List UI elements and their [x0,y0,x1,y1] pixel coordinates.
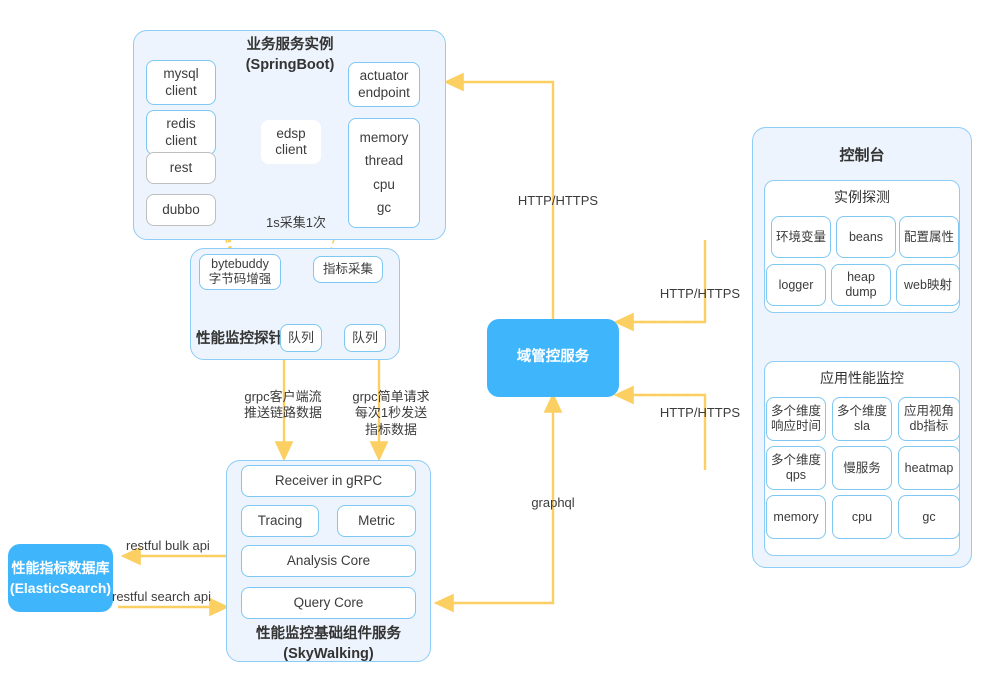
console-panel-title: 控制台 [839,147,885,164]
grpc-stream-label: grpc客户端流 推送链路数据 [243,389,322,421]
node-metric[interactable]: Metric [337,505,416,537]
metric-thread: thread [364,153,404,169]
node-dubbo[interactable]: dubbo [146,194,216,226]
node-logger[interactable]: logger [766,264,826,306]
elasticsearch-database[interactable]: 性能指标数据库 (ElasticSearch) [8,544,113,612]
node-config-properties[interactable]: 配置属性 [899,216,959,258]
node-memory[interactable]: memory [766,495,826,539]
probe-panel-title: 性能监控探针 [196,331,283,347]
grpc-simple-label: grpc简单请求 每次1秒发送 指标数据 [352,389,430,437]
apm-title: 应用性能监控 [820,370,904,386]
node-multi-dim-sla[interactable]: 多个维度 sla [832,397,892,441]
node-multi-dim-qps[interactable]: 多个维度 qps [766,446,826,490]
restful-search-label: restful search api [112,589,211,604]
node-receiver-grpc[interactable]: Receiver in gRPC [241,465,416,497]
node-jvm-metrics[interactable]: memory thread cpu gc [348,118,420,228]
instance-detect-title: 实例探测 [834,189,890,205]
node-rest[interactable]: rest [146,152,216,184]
node-mysql-client[interactable]: mysql client [146,60,216,105]
sample-rate-label: 1s采集1次 [266,215,326,230]
springboot-panel-title: 业务服务实例 (SpringBoot) [245,37,335,73]
http-console-upper-label: HTTP/HTTPS [659,286,741,301]
metric-memory: memory [359,129,409,145]
restful-bulk-label: restful bulk api [126,538,210,553]
node-gc[interactable]: gc [898,495,960,539]
node-beans[interactable]: beans [836,216,896,258]
skywalking-panel-title: 性能监控基础组件服务 (SkyWalking) [256,626,401,662]
control-service-box[interactable]: 域管控服务 [487,319,619,397]
http-top-label: HTTP/HTTPS [517,193,599,208]
node-cpu[interactable]: cpu [832,495,892,539]
node-metric-collect[interactable]: 指标采集 [313,256,383,283]
node-analysis-core[interactable]: Analysis Core [241,545,416,577]
http-console-lower-label: HTTP/HTTPS [659,405,741,420]
node-web-mapping[interactable]: web映射 [896,264,960,306]
node-queue-metric[interactable]: 队列 [344,324,386,352]
node-redis-client[interactable]: redis client [146,110,216,155]
node-app-view-db-metrics[interactable]: 应用视角 db指标 [898,397,960,441]
graphql-label: graphql [531,495,575,510]
node-actuator-endpoint[interactable]: actuator endpoint [348,62,420,107]
node-heap-dump[interactable]: heap dump [831,264,891,306]
metric-gc: gc [376,200,392,216]
http-console-upper-arrow [613,240,707,332]
node-bytebuddy[interactable]: bytebuddy 字节码增强 [199,254,281,290]
node-queue-tracing[interactable]: 队列 [280,324,322,352]
node-tracing[interactable]: Tracing [241,505,319,537]
metric-cpu: cpu [373,176,395,192]
node-edsp-client: edsp client [261,120,321,164]
node-env-variables[interactable]: 环境变量 [771,216,831,258]
node-heatmap[interactable]: heatmap [898,446,960,490]
node-query-core[interactable]: Query Core [241,587,416,619]
node-multi-dim-response-time[interactable]: 多个维度 响应时间 [766,397,826,441]
node-slow-service[interactable]: 慢服务 [832,446,892,490]
